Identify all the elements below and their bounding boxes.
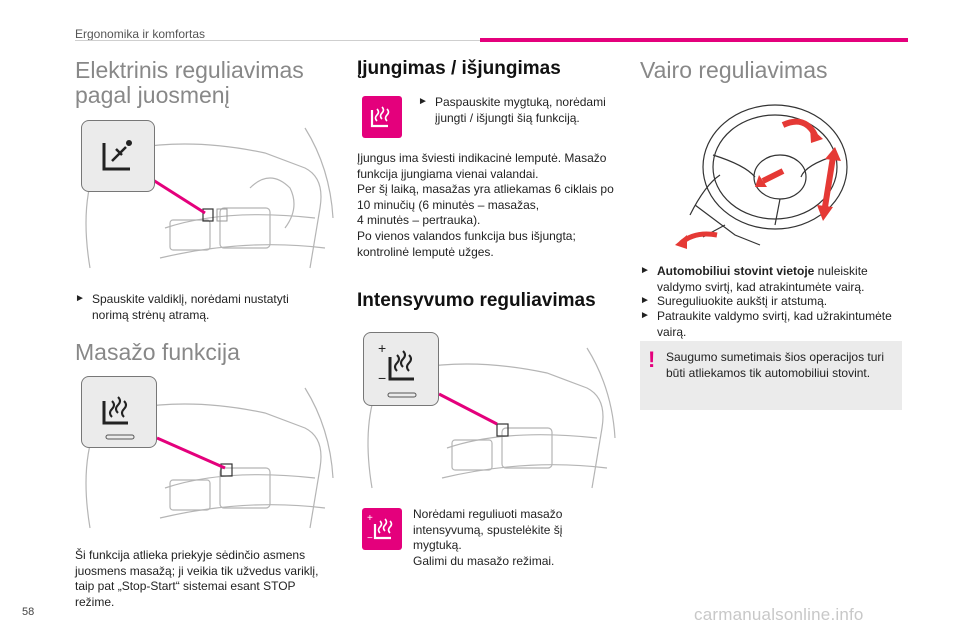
steering-wheel-drawing bbox=[675, 104, 848, 249]
lumbar-button-closeup bbox=[81, 120, 155, 192]
seat-massage-plus-minus-icon: + − bbox=[367, 513, 393, 544]
lumbar-title: Elektrinis reguliavimas pagal juosmenį bbox=[75, 57, 304, 108]
watermark: carmanualsonline.info bbox=[694, 605, 864, 624]
steering-wheel-illustration bbox=[665, 95, 860, 250]
info-line-4: Po vienos valandos funkcija bus išjungta… bbox=[357, 228, 576, 259]
triangle-bullet-icon: ► bbox=[75, 293, 85, 304]
intensity-button-closeup: + − bbox=[363, 332, 439, 406]
onoff-title: Įjungimas / išjungimas bbox=[357, 58, 561, 79]
safety-warning-text: Saugumo sumetimais šios operacijos turi … bbox=[666, 350, 885, 380]
steering-bullet-2: ► Sureguliuokite aukštį ir atstumą. bbox=[640, 294, 905, 310]
exclamation-warning-icon: ! bbox=[648, 347, 656, 372]
header-accent-bar bbox=[480, 38, 908, 42]
massage-seat-illustration bbox=[75, 368, 337, 538]
page-number: 58 bbox=[22, 606, 35, 618]
triangle-bullet-icon: ► bbox=[418, 96, 428, 107]
massage-title: Masažo funkcija bbox=[75, 339, 240, 365]
lumbar-bullet: ► Spauskite valdiklį, norėdami nustatyti… bbox=[75, 292, 325, 323]
header-divider bbox=[75, 40, 480, 41]
triangle-bullet-icon: ► bbox=[640, 265, 650, 276]
lumbar-seat-illustration bbox=[75, 108, 337, 278]
steering-bullet-1: ► Automobiliui stovint vietoje nuleiskit… bbox=[640, 264, 905, 295]
seat-massage-icon bbox=[370, 106, 390, 128]
intensity-description: Norėdami reguliuoti masažo intensyvumą, … bbox=[413, 507, 593, 569]
steering-bullet-2-text: Sureguliuokite aukštį ir atstumą. bbox=[657, 294, 828, 308]
massage-description: Ši funkcija atlieka priekyje sėdinčio as… bbox=[75, 548, 319, 609]
safety-warning-box: ! Saugumo sumetimais šios operacijos tur… bbox=[640, 341, 902, 410]
seat-control-drawing-3 bbox=[367, 347, 616, 489]
svg-text:+: + bbox=[367, 513, 373, 524]
onoff-bullet-text: Paspauskite mygtuką, norėdami įjungti / … bbox=[435, 95, 606, 125]
intensity-line-2: Galimi du masažo režimai. bbox=[413, 553, 555, 568]
svg-text:+: + bbox=[378, 340, 386, 356]
svg-text:−: − bbox=[378, 370, 386, 386]
steering-bullet-1-text: nuleiskite valdymo svirtį, kad atrakintu… bbox=[657, 264, 868, 294]
steering-bullet-3-text: Patraukite valdymo svirtį, kad užrakintu… bbox=[657, 309, 892, 339]
triangle-bullet-icon: ► bbox=[640, 295, 650, 306]
massage-button-closeup bbox=[81, 376, 157, 448]
seat-massage-icon bbox=[102, 396, 135, 440]
steering-title: Vairo reguliavimas bbox=[640, 57, 828, 83]
lumbar-bullet-text: Spauskite valdiklį, norėdami nustatyti n… bbox=[92, 292, 289, 322]
info-line-1: Įjungus ima šviesti indikacinė lemputė. … bbox=[357, 151, 607, 181]
svg-text:−: − bbox=[367, 533, 373, 544]
lumbar-seat-icon bbox=[102, 140, 132, 171]
section-header: Ergonomika ir komfortas bbox=[75, 27, 206, 41]
intensity-title: Intensyvumo reguliavimas bbox=[357, 290, 596, 311]
steering-bullet-3: ► Patraukite valdymo svirtį, kad užrakin… bbox=[640, 309, 905, 340]
onoff-bullet: ► Paspauskite mygtuką, norėdami įjungti … bbox=[418, 95, 618, 126]
triangle-bullet-icon: ► bbox=[640, 310, 650, 321]
steering-bullet-1-bold: Automobiliui stovint vietoje bbox=[657, 264, 815, 278]
info-line-2: Per šį laiką, masažas yra atliekamas 6 c… bbox=[357, 182, 614, 212]
seat-massage-plus-minus-icon: + − bbox=[378, 340, 417, 398]
intensity-line-1: Norėdami reguliuoti masažo intensyvumą, … bbox=[413, 507, 563, 553]
seat-control-drawing bbox=[85, 127, 334, 269]
intensity-seat-illustration: + − bbox=[357, 328, 619, 493]
intensity-button-icon: + − bbox=[362, 508, 402, 550]
info-line-3: 4 minutės – pertrauka). bbox=[357, 213, 481, 228]
massage-onoff-button-icon bbox=[362, 96, 402, 138]
onoff-info: Įjungus ima šviesti indikacinė lemputė. … bbox=[357, 151, 619, 260]
